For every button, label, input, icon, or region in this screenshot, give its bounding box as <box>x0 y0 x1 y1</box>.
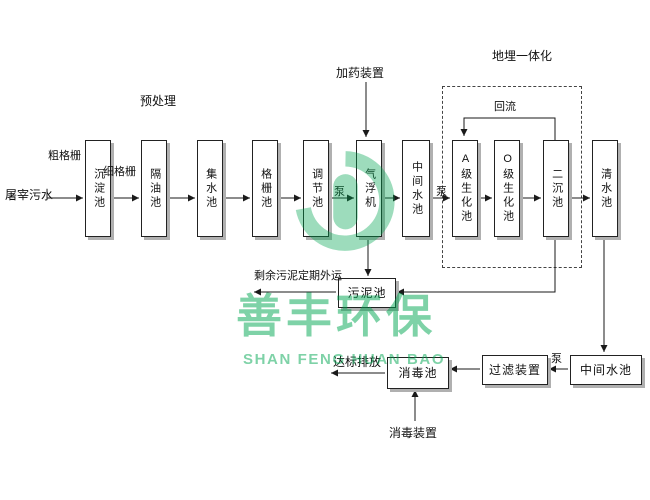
tank-sedimentation: 沉淀池 <box>85 140 111 237</box>
label-fine-screen: 细格栅 <box>103 166 136 178</box>
tank-intermediate-upper: 中间水池 <box>402 140 430 237</box>
label-coarse-screen: 粗格栅 <box>48 150 81 162</box>
label-pump-3: 泵 <box>551 353 562 365</box>
label-pretreatment: 预处理 <box>140 94 177 108</box>
label-source-water: 屠宰污水 <box>5 188 54 202</box>
tank-screen: 格栅池 <box>252 140 278 237</box>
tank-o-biochemical: O级生化池 <box>494 140 520 237</box>
label-discharge: 达标排放 <box>333 355 382 369</box>
tank-a-biochemical: A级生化池 <box>452 140 478 237</box>
tank-sludge: 污泥池 <box>338 278 396 308</box>
label-disinfection-device: 消毒装置 <box>389 426 438 440</box>
label-sludge-disposal: 剩余污泥定期外运 <box>254 270 342 282</box>
tank-regulation: 调节池 <box>303 140 329 237</box>
tank-disinfection: 消毒池 <box>387 357 449 389</box>
tank-clean-water: 清水池 <box>592 140 618 237</box>
tank-secondary-sedimentation: 二沉池 <box>543 140 569 237</box>
label-pump-1: 泵 <box>334 186 345 198</box>
label-pump-2: 泵 <box>436 186 447 198</box>
tank-filter-device: 过滤装置 <box>482 355 548 385</box>
label-dosing-device: 加药装置 <box>336 66 385 80</box>
buried-integration-region <box>442 86 582 268</box>
tank-intermediate-lower: 中间水池 <box>570 355 642 385</box>
tank-water-collection: 集水池 <box>197 140 223 237</box>
tank-air-flotation: 气浮机 <box>356 140 382 237</box>
tank-oil-separation: 隔油池 <box>141 140 167 237</box>
label-reflux: 回流 <box>494 101 516 113</box>
label-buried-integration: 地埋一体化 <box>492 49 553 63</box>
